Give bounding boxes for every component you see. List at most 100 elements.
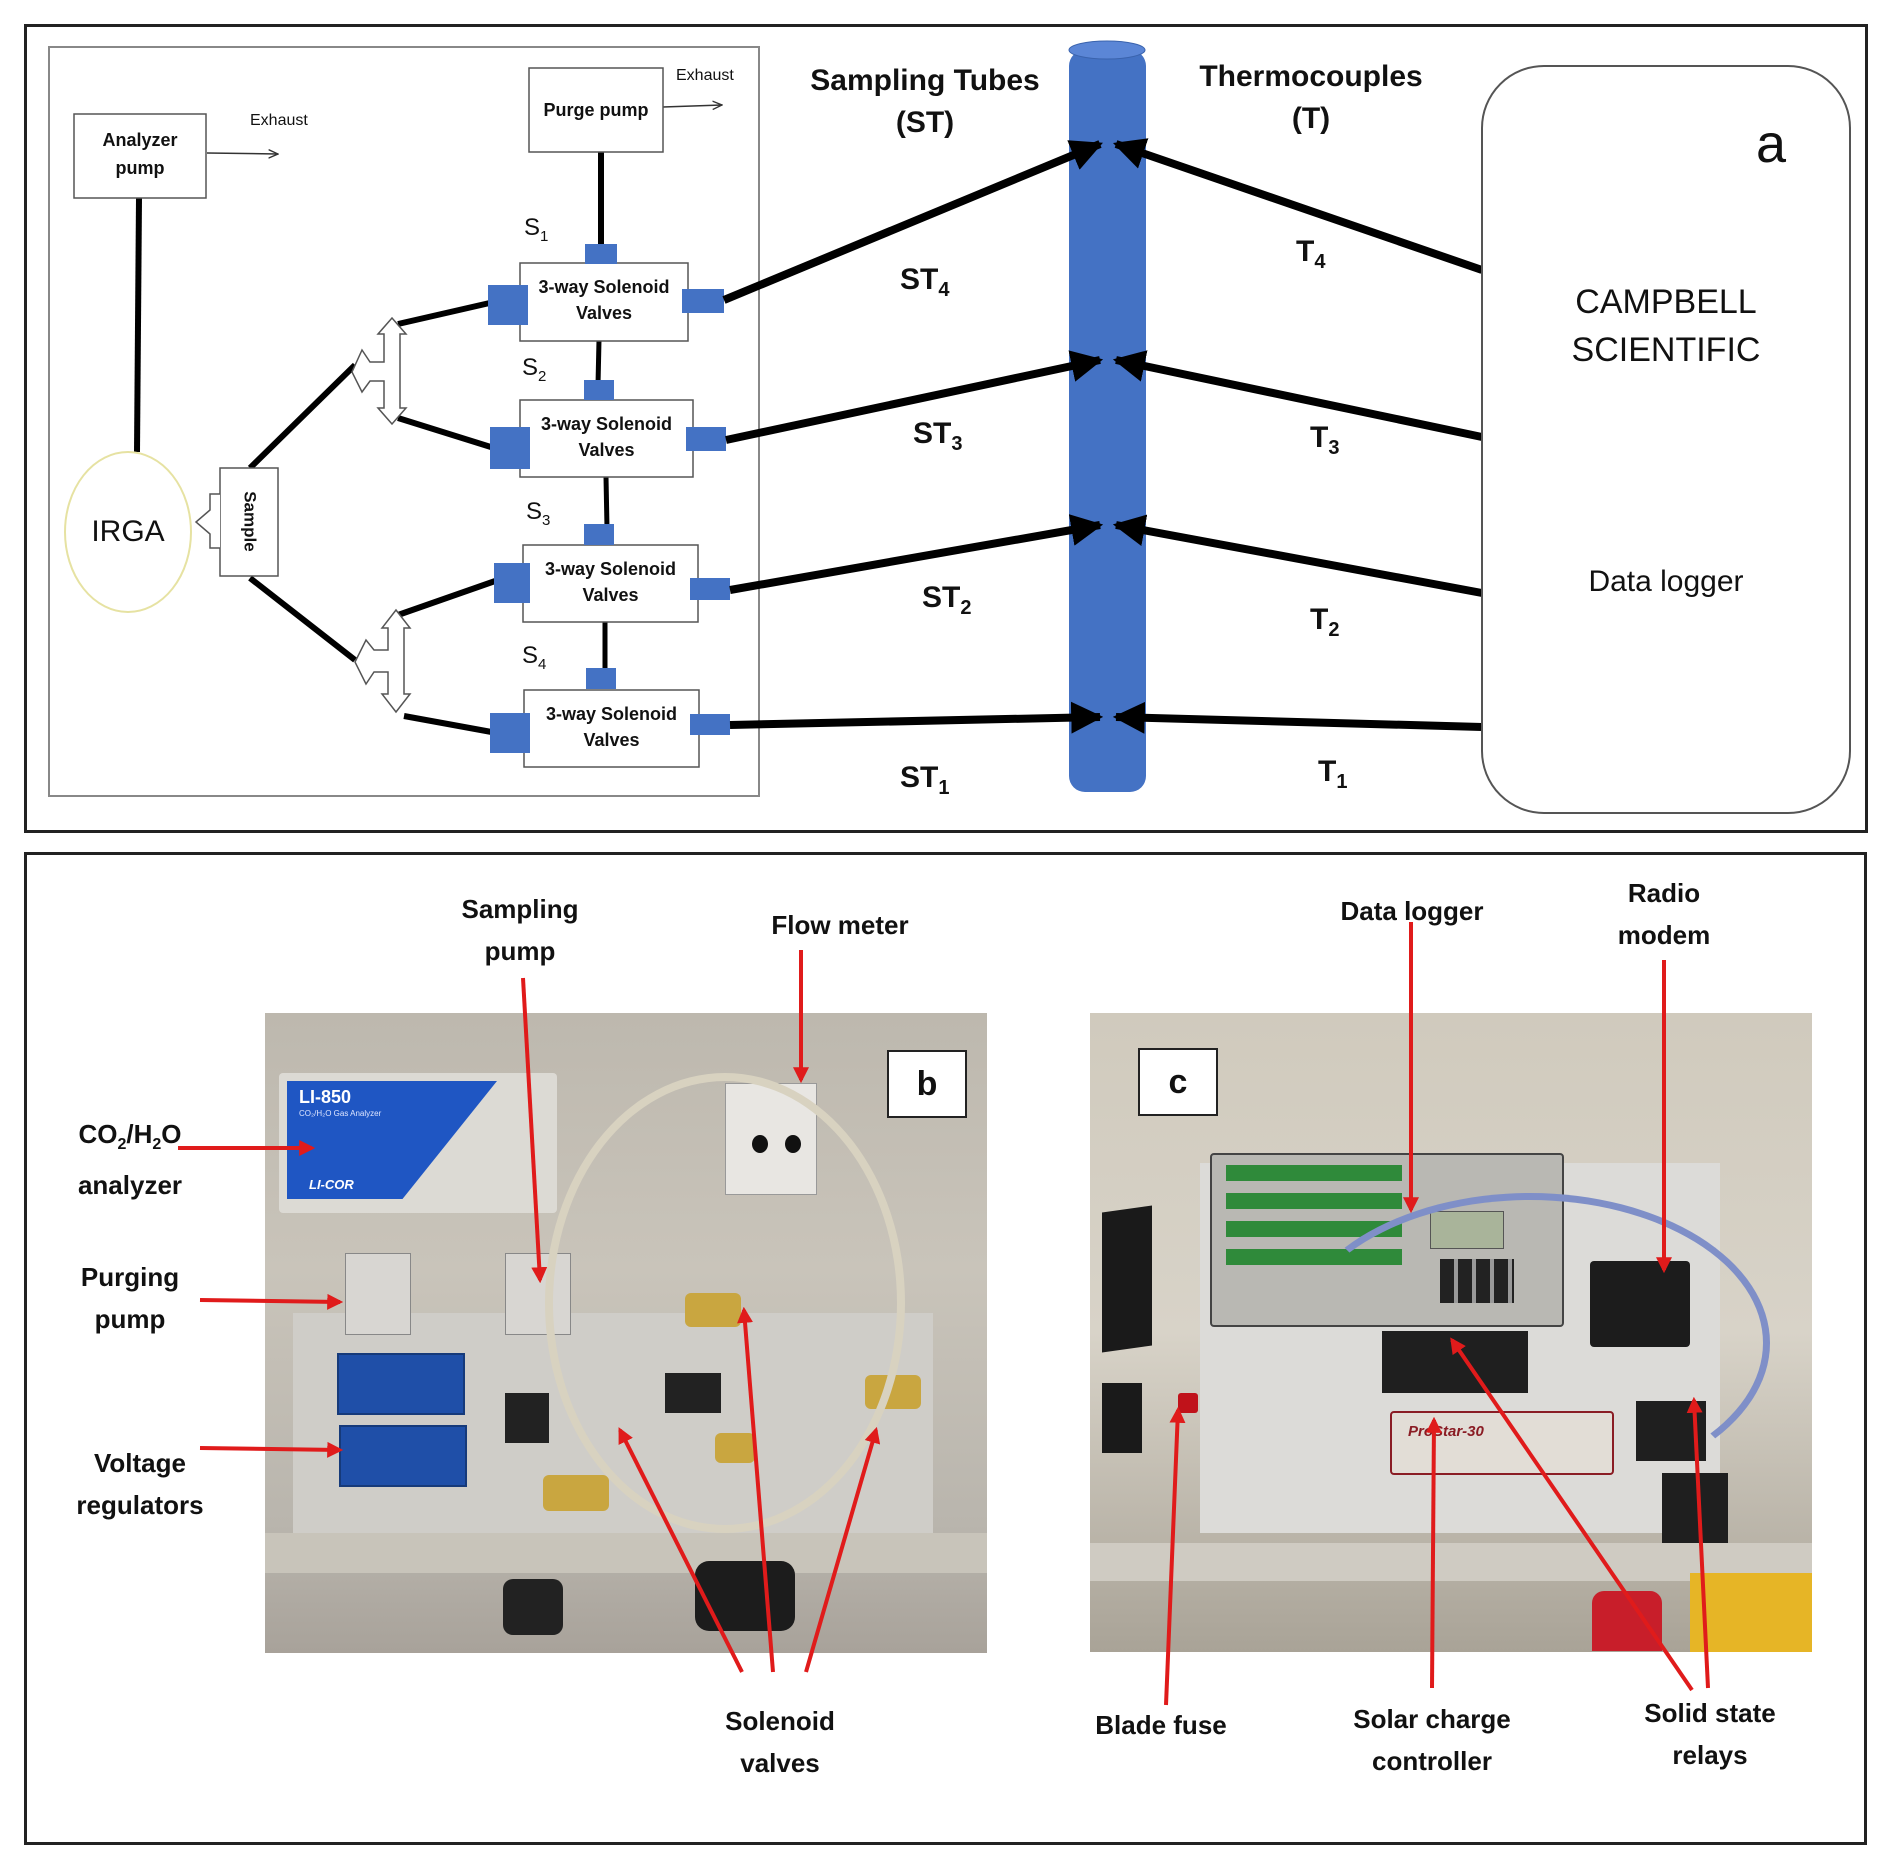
measurement-pole [1069,50,1146,792]
analyzer-pump-line [134,197,142,453]
tube-label-st4: ST4 [900,263,950,301]
valve-id-s2: S2 [522,354,547,385]
analyzer-pump-line2: pump [115,158,165,178]
port-s3-right [690,578,730,600]
solenoid-valve-2 [543,1475,609,1511]
cable-gland-1 [503,1579,563,1635]
velcro-strip-1 [1102,1205,1152,1353]
valve-id-s4: S4 [522,642,547,673]
licor-subtitle-text: CO₂/H₂O Gas Analyzer [299,1109,382,1118]
analyzer-pump-box [73,113,207,199]
port-s2-left [490,427,530,469]
terminal-strip-2 [1226,1193,1402,1209]
tube-line-st3 [725,350,1104,444]
relay-block-1 [505,1393,549,1443]
manifold2-to-s3 [397,577,499,618]
port-s2-right [686,427,726,451]
red-terminal-cap [1592,1591,1662,1651]
velcro-strip-2 [1102,1383,1142,1453]
valve-id-s3: S3 [526,498,551,529]
sample-upper-line [247,362,358,471]
exhaust-label-right: Exhaust [676,67,734,84]
purge-pump-label: Purge pump [543,100,649,120]
blue-tubing [1290,1193,1770,1493]
port-s1-top [585,244,617,264]
voltage-regulator-1 [337,1353,465,1415]
tube-line-st2 [729,514,1104,594]
data-logger-box [1481,65,1851,814]
manifold-arrow-upper [351,316,408,426]
manifold-arrow-lower [354,608,412,714]
analyzer-pump-label: Analyzer pump [74,126,206,182]
irga-label: IRGA [91,515,165,548]
exhaust-arrow-left [206,153,278,154]
thermo-label-t1: T1 [1318,755,1348,793]
analyzer-pump-line1: Analyzer [102,130,178,150]
thermo-line-t4 [1112,138,1484,274]
pneumatic-subsystem-box [48,46,760,797]
sample-arrow [194,493,220,549]
manifold2-to-s4 [403,713,498,736]
terminal-strip-3 [1226,1221,1402,1237]
port-s4-right [690,714,730,735]
photo-c-tag: c [1138,1048,1218,1116]
callout-data-logger: Data logger [1340,896,1484,926]
thermo-line-t2 [1112,514,1483,597]
manifold1-to-s2 [397,415,495,451]
valve-ports [488,244,730,753]
thermo-label-t3: T3 [1310,421,1340,459]
cable-gland-2 [695,1561,795,1631]
thermo-label-t4: T4 [1296,235,1326,273]
sample-label: Sample [240,491,260,552]
manifold1-to-s1 [397,299,495,327]
purging-pump-device [345,1253,411,1335]
valve-box-s3 [522,544,699,623]
thermo-line-t1 [1112,701,1483,734]
port-s3-top [584,524,614,545]
pole-top [1068,40,1146,60]
photo-b-gas-system: LI-850 CO₂/H₂O Gas Analyzer LI-COR [265,1013,987,1653]
yellow-bracket [1690,1573,1812,1652]
valve-id-s1: S1 [524,214,549,245]
valve-link-1-2 [595,339,602,386]
logger-label: Data logger [1588,565,1744,598]
port-s1-left [488,285,528,325]
irga-ellipse [64,451,192,613]
sampling-tubes-heading: Sampling Tubes(ST) [810,64,1040,139]
port-s1-right [682,289,724,313]
tube-line-st1 [729,701,1104,734]
sample-lower-line [248,575,357,663]
exhaust-label-left: Exhaust [250,112,308,129]
tube-label-st1: ST1 [900,761,950,799]
terminal-strip-1 [1226,1165,1402,1181]
licor-maker-text: LI-COR [309,1177,354,1192]
port-s4-left [490,713,530,753]
valve-box-s2 [519,399,694,478]
valve-link-2-3 [603,476,610,529]
port-s2-top [584,380,614,400]
valve-box-s4 [523,689,700,768]
photo-b-tag: b [887,1050,967,1118]
tube-label-st2: ST2 [922,581,972,619]
tubing-loop [545,1073,905,1533]
solid-state-relay-right-2 [1662,1473,1728,1553]
voltage-regulator-2 [339,1425,467,1487]
valve-box-s1 [519,262,689,342]
exhaust-arrow-right [662,105,722,107]
thermo-label-t2: T2 [1310,603,1340,641]
thermo-line-t3 [1112,350,1483,441]
port-s4-top [586,668,616,689]
port-s3-left [494,563,530,603]
callout-blade-fuse: Blade fuse [1095,1710,1227,1740]
callout-flow-meter: Flow meter [771,910,909,940]
thermocouples-heading: Thermocouples(T) [1199,60,1423,135]
